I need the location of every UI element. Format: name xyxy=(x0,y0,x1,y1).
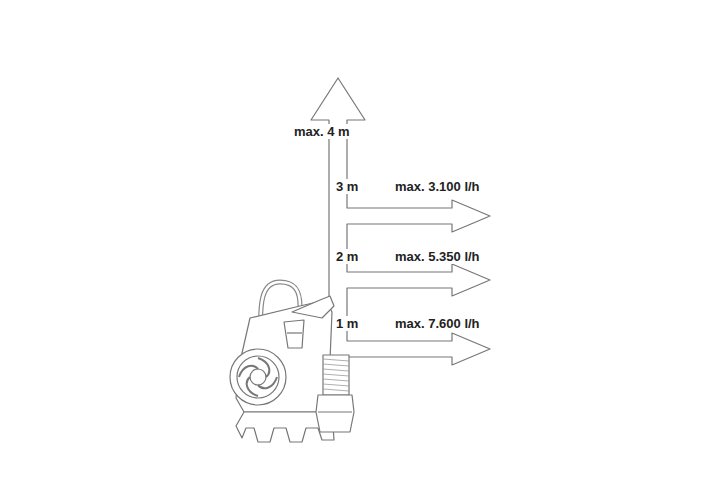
max-height-label: max. 4 m xyxy=(292,124,352,139)
outlet-connector xyxy=(316,395,354,432)
flow-arrows xyxy=(311,78,490,365)
inspection-window xyxy=(284,320,304,348)
float-switch xyxy=(230,349,286,405)
flow-rate-label: max. 5.350 l/h xyxy=(393,249,482,264)
height-label: 2 m xyxy=(334,249,360,264)
height-label: 3 m xyxy=(334,179,360,194)
height-label: 1 m xyxy=(334,316,360,331)
flow-rate-label: max. 3.100 l/h xyxy=(393,179,482,194)
flow-rate-label: max. 7.600 l/h xyxy=(393,316,482,331)
outlet-pipe xyxy=(323,355,349,395)
pump-handle xyxy=(292,296,334,318)
